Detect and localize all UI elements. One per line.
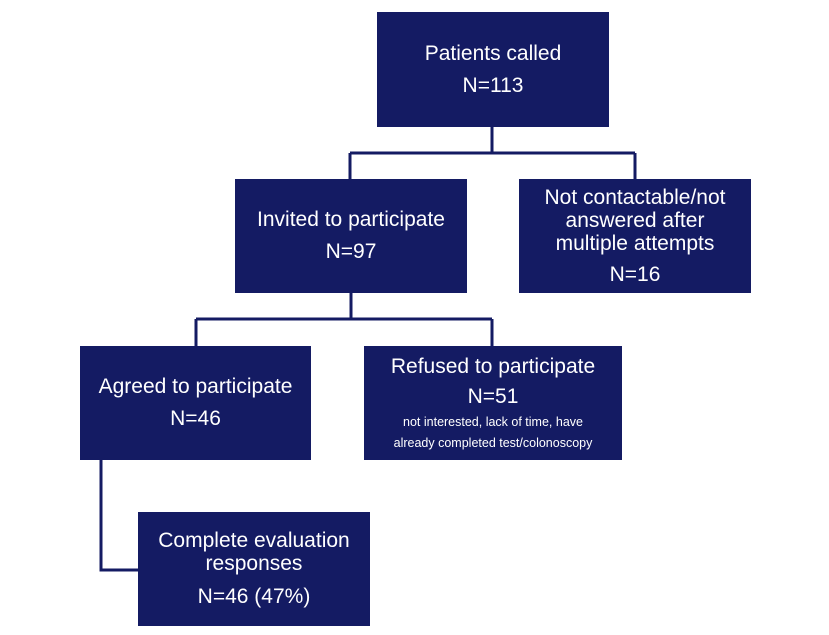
node-agreed: Agreed to participate N=46 (80, 346, 311, 460)
connector-agreed-to-complete (99, 460, 138, 572)
node-count: N=16 (609, 262, 661, 286)
node-invited: Invited to participate N=97 (235, 179, 467, 293)
node-count: N=51 (467, 385, 519, 408)
node-label-line: answered after (565, 208, 705, 232)
node-note-line: not interested, lack of time, have (403, 415, 583, 429)
node-patients-called: Patients called N=113 (377, 12, 609, 127)
node-count: N=97 (325, 240, 377, 263)
node-complete-evaluation: Complete evaluation responses N=46 (47%) (138, 512, 370, 626)
node-label-line: Not contactable/not (544, 185, 726, 209)
node-label: Patients called (424, 41, 562, 65)
node-count: N=46 (47%) (197, 585, 311, 608)
node-label: Invited to participate (257, 208, 445, 231)
node-label-line: responses (205, 552, 303, 575)
node-count: N=113 (462, 73, 524, 97)
node-label: Agreed to participate (98, 375, 293, 398)
node-note-line: already completed test/colonoscopy (393, 436, 593, 450)
node-not-contactable: Not contactable/not answered after multi… (519, 179, 751, 293)
node-count: N=46 (170, 407, 221, 430)
node-label: Refused to participate (390, 355, 596, 378)
node-label-line: Complete evaluation (158, 529, 350, 552)
node-refused: Refused to participate N=51 not interest… (364, 346, 622, 460)
node-label-line: multiple attempts (555, 231, 715, 255)
